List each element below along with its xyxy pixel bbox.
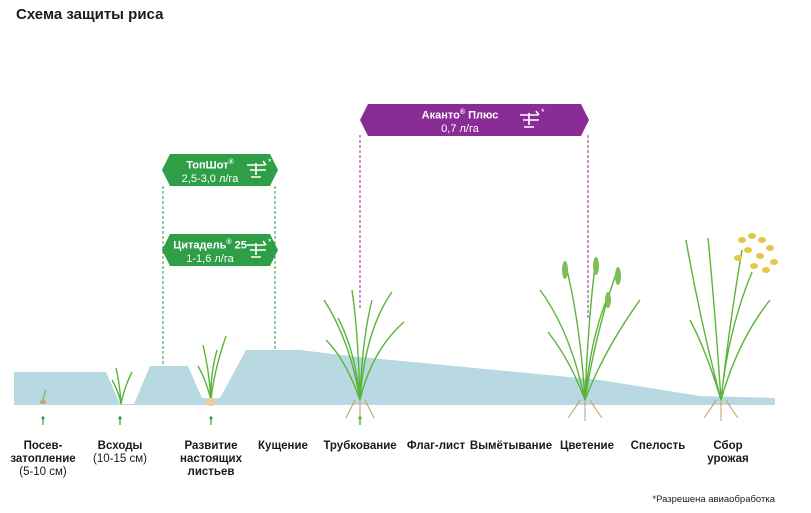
product-acanto: Аканто® Плюс 0,7 л/га [421, 109, 499, 135]
stage-flag-leaf: Флаг-лист [406, 440, 466, 452]
stage-booting: Трубкование [323, 440, 397, 452]
airplane-icon [520, 110, 540, 128]
stage-markers [42, 418, 361, 425]
product-citadel: Цитадель® 25 1-1,6 л/га [173, 239, 247, 265]
aviation-mark: * [268, 157, 272, 167]
stage-emergence: Всходы(10-15 см) [93, 440, 147, 465]
airplane-icon [247, 240, 267, 258]
aviation-mark: * [541, 107, 545, 117]
field-water-area [14, 350, 775, 405]
badge-acanto [360, 104, 589, 136]
stage-harvest: Сбор урожая [707, 440, 749, 465]
rice-grain-icon [734, 233, 778, 273]
footnote: *Разрешена авиаобработка [652, 494, 775, 505]
stage-heading: Вымётывание [469, 440, 553, 452]
airplane-icon [247, 160, 267, 178]
stage-flowering: Цветение [559, 440, 614, 452]
application-window-lines [162, 135, 589, 366]
stage-ripeness: Спелость [630, 440, 686, 452]
diagram-title: Схема защиты риса [16, 6, 164, 23]
aviation-mark: * [268, 237, 272, 247]
stage-tillering: Кущение [258, 440, 308, 452]
stage-sowing: Посев- затопление(5-10 см) [10, 440, 76, 478]
product-topshot: ТопШот® 2,5-3,0 л/га [181, 159, 239, 185]
badge-citadel [162, 234, 278, 266]
stage-leaves: Развитие настоящих листьев [180, 440, 242, 478]
rice-plant-icon [40, 237, 771, 406]
roots [345, 399, 739, 421]
badge-topshot [162, 154, 278, 186]
